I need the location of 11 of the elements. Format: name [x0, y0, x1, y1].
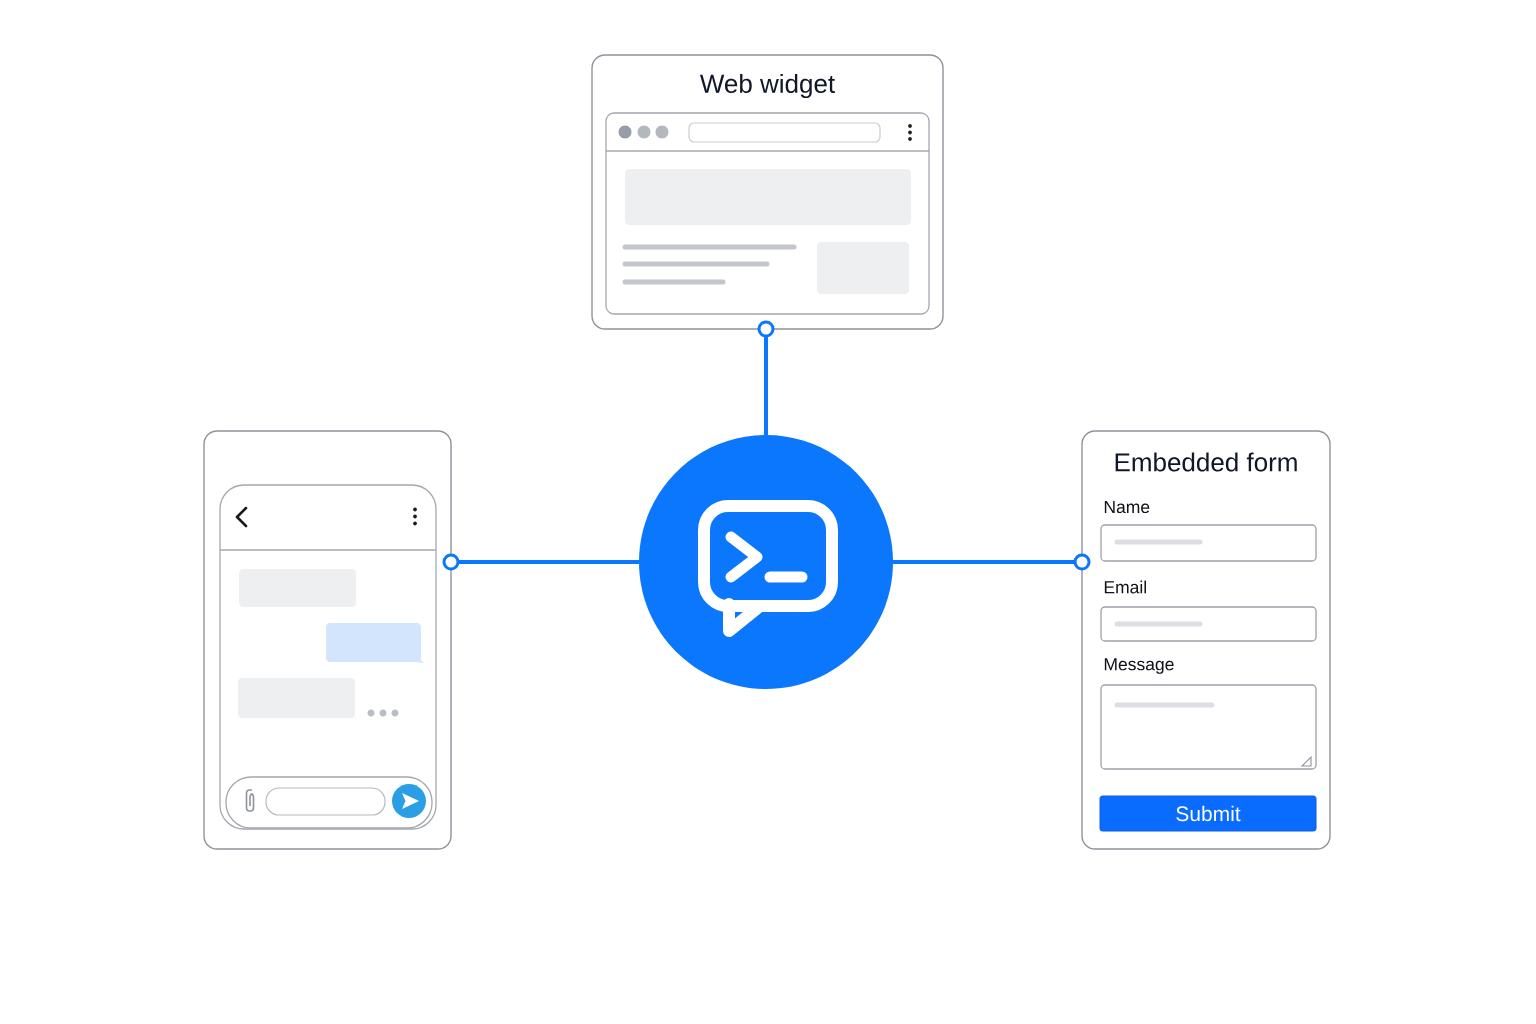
field-label: Message: [1104, 658, 1174, 674]
field-label: Name: [1104, 500, 1150, 514]
card-title: Web widget: [699, 73, 835, 99]
field-label: Email: [1104, 580, 1146, 594]
connector-line: [442, 553, 639, 571]
card-title: Embedded form: [1115, 452, 1297, 472]
connector-line: [757, 320, 775, 435]
submit-button: Submit: [1099, 795, 1317, 832]
hub-circle: [639, 435, 893, 689]
connector-line: [893, 553, 1091, 571]
card: [203, 430, 452, 850]
